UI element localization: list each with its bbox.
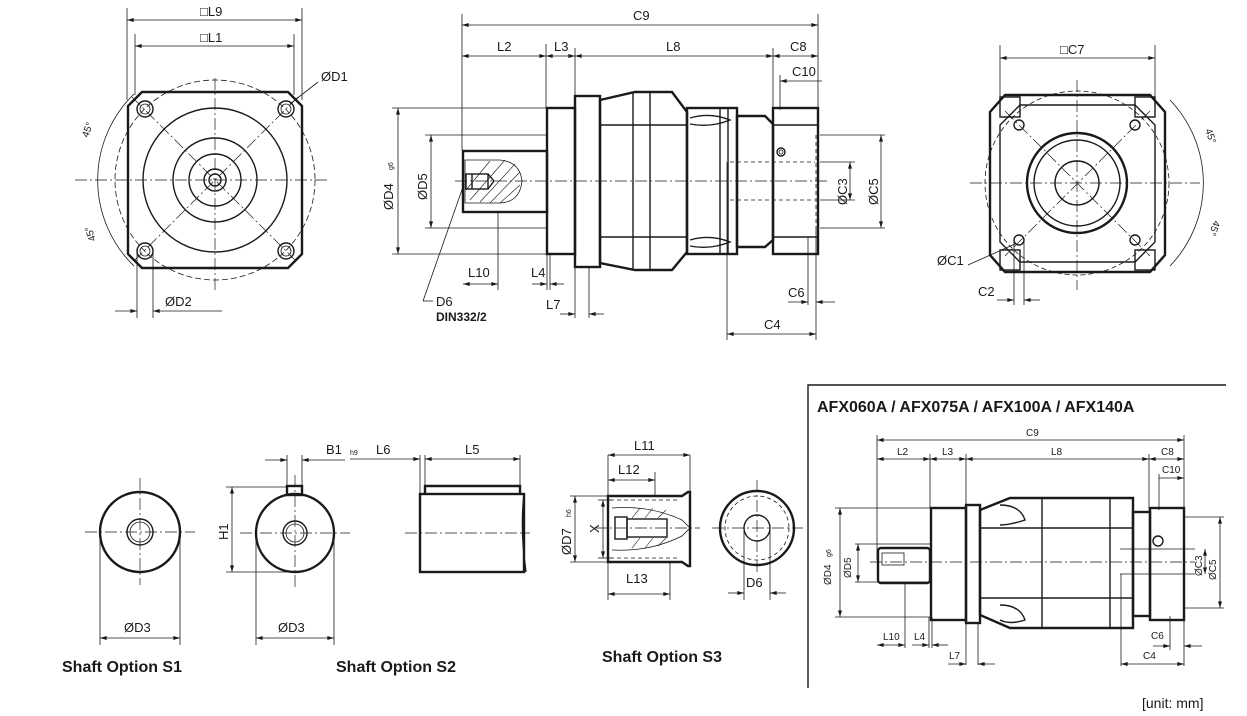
rear-view: □C7 45° 45° ØC1 C2 xyxy=(937,42,1222,305)
callout-din332: DIN332/2 xyxy=(436,310,487,324)
dim-b1: B1 xyxy=(326,442,342,457)
dim-d7-tolerance: h6 xyxy=(566,509,573,517)
side-view: C9 L2 L3 L8 C8 C10 xyxy=(381,8,885,340)
dim-c3: ØC3 xyxy=(835,178,850,205)
dim-l3: L3 xyxy=(554,39,568,54)
panel-dim-c3: ØC3 xyxy=(1194,555,1205,576)
flange-square xyxy=(126,90,304,270)
dim-c4: C4 xyxy=(764,317,781,332)
dim-d5: ØD5 xyxy=(415,173,430,200)
panel-dim-l8: L8 xyxy=(1051,447,1063,458)
dim-d7: ØD7 xyxy=(559,528,574,555)
dim-l7: L7 xyxy=(546,297,560,312)
dim-l8: L8 xyxy=(666,39,680,54)
shaft-option-s3: L11 L12 L13 ØD7 h6 X D6 Shaft Option S3 xyxy=(559,438,803,666)
dim-l4: L4 xyxy=(531,265,545,280)
rear-angle-top: 45° xyxy=(1202,127,1218,145)
dim-l1: □L1 xyxy=(200,30,222,45)
caption-s1: Shaft Option S1 xyxy=(62,659,182,676)
dim-l13: L13 xyxy=(626,571,648,586)
panel-dim-l10: L10 xyxy=(883,632,900,643)
panel-dim-c9: C9 xyxy=(1026,428,1039,439)
dim-b1-tolerance: h9 xyxy=(350,450,358,457)
dim-c10: C10 xyxy=(792,64,816,79)
front-view: □L9 □L1 45° 45° ØD1 ØD2 xyxy=(75,4,348,318)
shaft-option-s1: ØD3 Shaft Option S1 xyxy=(62,478,195,676)
caption-s2: Shaft Option S2 xyxy=(336,659,456,676)
dim-l10: L10 xyxy=(468,265,490,280)
panel-dim-l4: L4 xyxy=(914,632,926,643)
dim-l12: L12 xyxy=(618,462,640,477)
dim-l5: L5 xyxy=(465,442,479,457)
rear-angle-bottom: 45° xyxy=(1206,219,1222,237)
panel-dim-c8: C8 xyxy=(1161,447,1174,458)
panel-dim-c10: C10 xyxy=(1162,465,1181,476)
dim-s3-d6: D6 xyxy=(746,575,763,590)
callout-d6: D6 xyxy=(436,294,453,309)
dim-d4: ØD4 xyxy=(381,183,396,210)
panel-dim-c5: ØC5 xyxy=(1208,559,1219,580)
dim-x: X xyxy=(587,524,602,533)
panel-dim-c6: C6 xyxy=(1151,631,1164,642)
dim-d1: ØD1 xyxy=(321,69,348,84)
dim-l2: L2 xyxy=(497,39,511,54)
unit-note: [unit: mm] xyxy=(1142,695,1203,711)
dim-c6: C6 xyxy=(788,285,805,300)
dim-l9: □L9 xyxy=(200,4,222,19)
dim-d2: ØD2 xyxy=(165,294,192,309)
dim-c9: C9 xyxy=(633,8,650,23)
panel-dim-d4: ØD4 xyxy=(823,564,834,585)
dim-c8: C8 xyxy=(790,39,807,54)
shaft-option-s2: B1 h9 H1 ØD3 Shaft Option S2 L6 L5 xyxy=(216,442,530,676)
panel-dim-d4-tolerance: g6 xyxy=(826,549,833,557)
dim-h1: H1 xyxy=(216,523,231,540)
dim-s2-d3: ØD3 xyxy=(278,620,305,635)
panel-dim-c4: C4 xyxy=(1143,651,1156,662)
panel-dim-d5: ØD5 xyxy=(843,557,854,578)
angle-label-bottom: 45° xyxy=(83,225,99,243)
variant-panel: AFX060A / AFX075A / AFX100A / AFX140A C9… xyxy=(807,384,1226,688)
variant-panel-title: AFX060A / AFX075A / AFX100A / AFX140A xyxy=(817,399,1135,416)
dim-c2: C2 xyxy=(978,284,995,299)
dim-l6: L6 xyxy=(376,442,390,457)
panel-dim-l2: L2 xyxy=(897,447,909,458)
panel-dim-l7: L7 xyxy=(949,651,961,662)
angle-label-top: 45° xyxy=(80,121,96,139)
dim-d4-tolerance: g6 xyxy=(388,162,395,170)
caption-s3: Shaft Option S3 xyxy=(602,649,722,666)
dim-s1-d3: ØD3 xyxy=(124,620,151,635)
panel-dim-l3: L3 xyxy=(942,447,954,458)
dim-c5: ØC5 xyxy=(866,178,881,205)
dim-c7: □C7 xyxy=(1060,42,1084,57)
dim-c1: ØC1 xyxy=(937,253,964,268)
dim-l11: L11 xyxy=(634,438,655,453)
